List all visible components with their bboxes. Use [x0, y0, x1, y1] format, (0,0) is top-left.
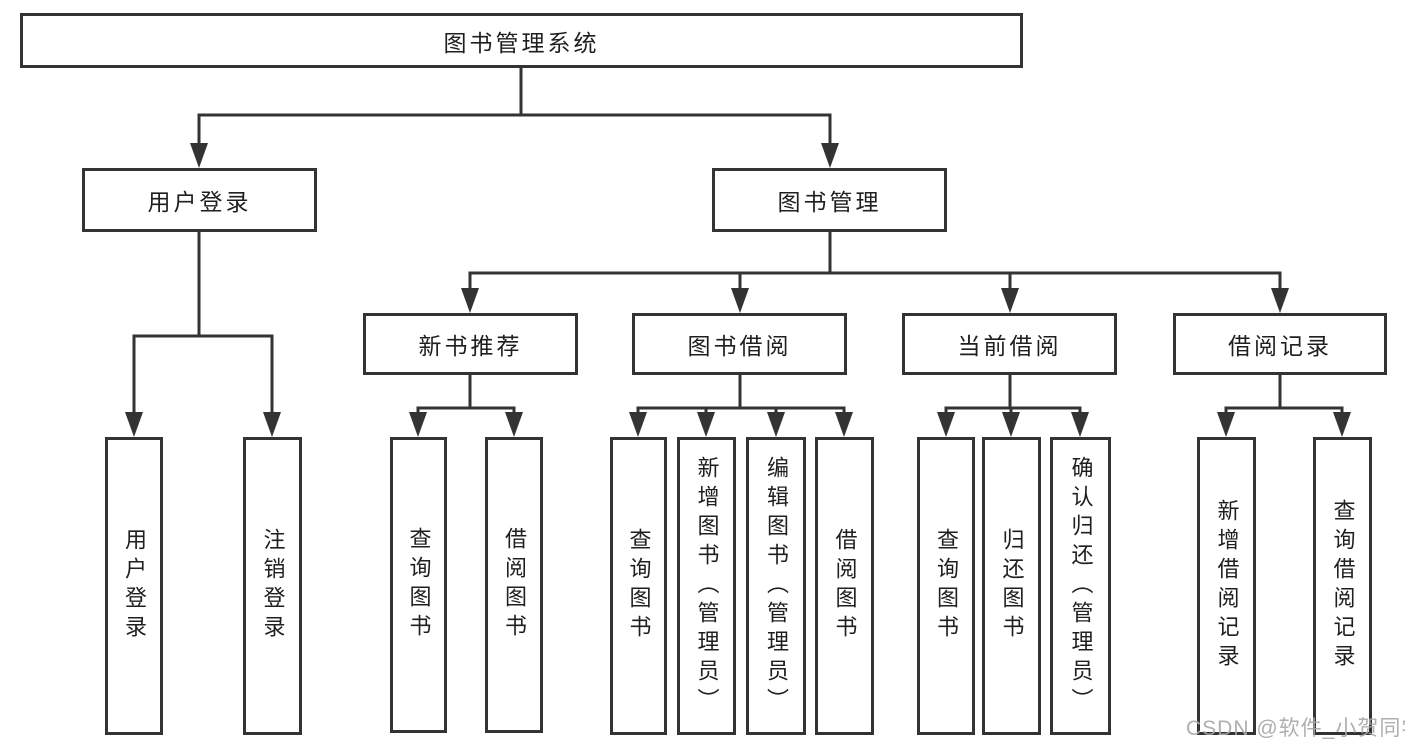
csdn-watermark: CSDN @软件_小贺同学 — [1186, 717, 1405, 740]
leaf-query-borrow-record-label: 查询借阅记录 — [1330, 499, 1356, 673]
leaf-query-book-borrow: 查询图书 — [610, 437, 667, 735]
leaf-user-login-label: 用户登录 — [122, 528, 147, 644]
node-root-system: 图书管理系统 — [20, 13, 1023, 68]
node-book-borrow: 图书借阅 — [632, 313, 847, 375]
leaf-confirm-return-admin: 确认归还（管理员） — [1050, 437, 1111, 735]
leaf-confirm-return-admin-label: 确认归还（管理员） — [1068, 455, 1094, 717]
node-book-management-label: 图书管理 — [777, 189, 882, 215]
leaf-query-book-recommend: 查询图书 — [390, 437, 447, 733]
leaf-query-book-recommend-label: 查询图书 — [406, 527, 432, 643]
node-new-book-recommend-label: 新书推荐 — [418, 333, 523, 359]
leaf-add-borrow-record-label: 新增借阅记录 — [1214, 499, 1240, 673]
leaf-add-book-admin-label: 新增图书（管理员） — [694, 455, 720, 717]
node-book-borrow-label: 图书借阅 — [687, 333, 792, 359]
leaf-query-book-current: 查询图书 — [917, 437, 975, 735]
leaf-borrow-book-recommend: 借阅图书 — [485, 437, 543, 733]
leaf-add-book-admin: 新增图书（管理员） — [677, 437, 736, 735]
leaf-user-login: 用户登录 — [105, 437, 163, 735]
leaf-return-book: 归还图书 — [982, 437, 1041, 735]
leaf-query-borrow-record: 查询借阅记录 — [1313, 437, 1372, 735]
leaf-add-borrow-record: 新增借阅记录 — [1197, 437, 1256, 735]
node-current-borrow-label: 当前借阅 — [957, 333, 1062, 359]
leaf-logout: 注销登录 — [243, 437, 302, 735]
node-user-login-label: 用户登录 — [147, 189, 252, 215]
leaf-borrow-book-label: 借阅图书 — [832, 528, 858, 644]
leaf-borrow-book: 借阅图书 — [815, 437, 874, 735]
leaf-logout-label: 注销登录 — [260, 528, 286, 644]
leaf-query-book-current-label: 查询图书 — [934, 528, 959, 644]
leaf-return-book-label: 归还图书 — [999, 528, 1025, 644]
node-book-management: 图书管理 — [712, 168, 947, 232]
node-user-login: 用户登录 — [82, 168, 317, 232]
node-current-borrow: 当前借阅 — [902, 313, 1117, 375]
leaf-edit-book-admin-label: 编辑图书（管理员） — [764, 455, 789, 717]
node-borrow-record: 借阅记录 — [1173, 313, 1387, 375]
node-new-book-recommend: 新书推荐 — [363, 313, 578, 375]
arrow-down-icons — [125, 143, 1351, 437]
leaf-query-book-borrow-label: 查询图书 — [626, 528, 652, 644]
leaf-borrow-book-recommend-label: 借阅图书 — [502, 527, 527, 643]
node-borrow-record-label: 借阅记录 — [1228, 333, 1332, 359]
node-root-label: 图书管理系统 — [443, 29, 600, 56]
leaf-edit-book-admin: 编辑图书（管理员） — [746, 437, 806, 735]
